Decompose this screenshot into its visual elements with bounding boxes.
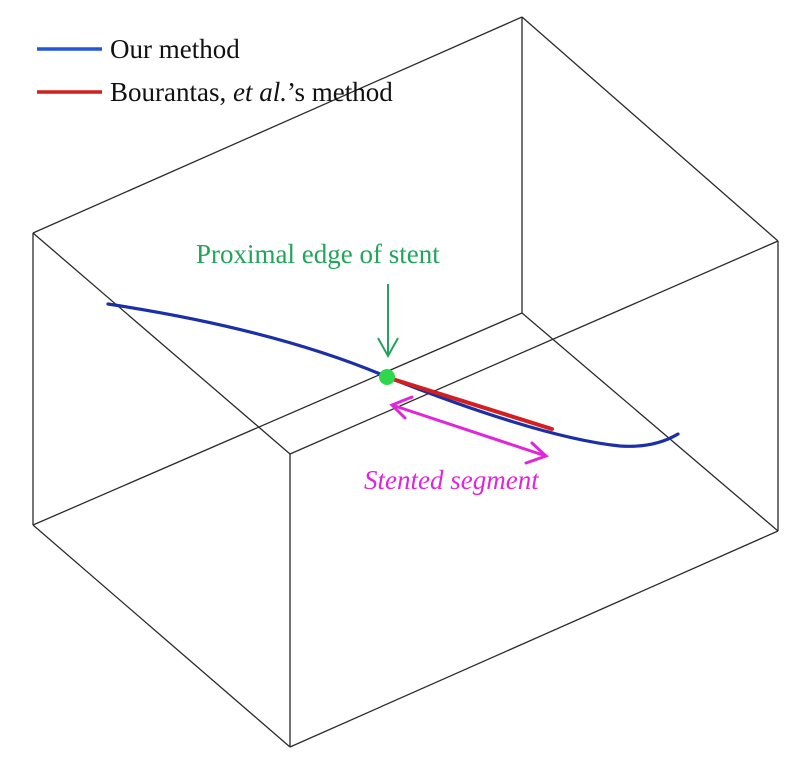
- legend-label-bourantas-suffix: ’s method: [287, 77, 393, 107]
- legend: Our method Bourantas, et al.’s method: [37, 34, 393, 107]
- bounding-box: [32, 16, 779, 748]
- proximal-edge-label: Proximal edge of stent: [196, 239, 440, 269]
- legend-label-bourantas-italic: et al.: [233, 77, 287, 107]
- legend-label-bourantas: Bourantas, et al.’s method: [110, 77, 393, 107]
- stented-segment-label: Stented segment: [364, 465, 540, 495]
- our-method-centerline: [106, 302, 680, 448]
- legend-label-our-method: Our method: [110, 34, 240, 64]
- proximal-edge-arrow: [377, 284, 399, 359]
- box-edge: [289, 240, 779, 455]
- stented-segment-arrow: [389, 395, 549, 465]
- box-edge: [521, 16, 779, 242]
- proximal-edge-marker: [379, 369, 395, 385]
- bourantas-method-segment: [384, 375, 554, 431]
- box-edge: [32, 524, 291, 748]
- box-edge: [32, 312, 523, 526]
- legend-label-bourantas-prefix: Bourantas,: [110, 77, 233, 107]
- box-edge: [521, 312, 779, 532]
- box-edge: [32, 16, 523, 234]
- box-edge: [289, 530, 779, 748]
- box-edge: [32, 232, 291, 455]
